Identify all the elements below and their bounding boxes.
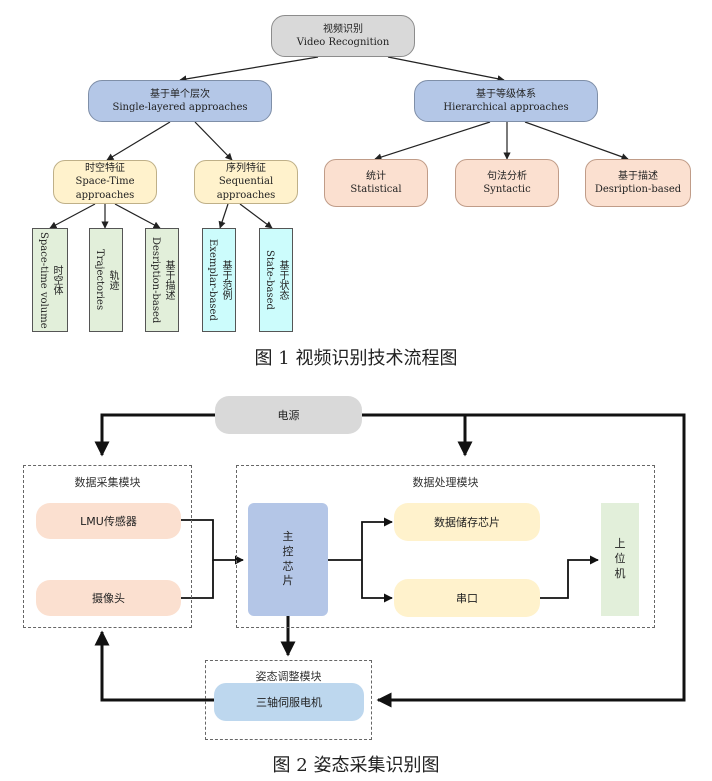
syntactic-node: 句法分析 Syntactic xyxy=(455,159,559,207)
serial-port-node: 串口 xyxy=(394,579,540,617)
space-time-cn: 时空特征 xyxy=(85,162,125,174)
figure2-caption: 图 2 姿态采集识别图 xyxy=(272,755,440,776)
attitude-module-frame xyxy=(205,660,372,740)
space-time-volume-leaf: 时空体 Space-time volume xyxy=(32,228,68,332)
statistical-en: Statistical xyxy=(350,184,402,195)
sequential-cn: 序列特征 xyxy=(226,162,266,174)
mcu-node: 主控芯片 xyxy=(248,503,328,616)
sequential-en: Sequential approaches xyxy=(216,176,276,201)
power-supply-label: 电源 xyxy=(277,409,300,422)
processing-module-frame xyxy=(236,465,655,628)
serial-port-label: 串口 xyxy=(456,592,478,605)
state-based-leaf: 基于状态 State-based xyxy=(259,228,293,332)
description-based-cn: 基于描述 xyxy=(618,170,658,182)
trajectories-en: Trajectories xyxy=(94,249,105,311)
single-layered-node: 基于单个层次 Single-layered approaches xyxy=(88,80,272,122)
camera-node: 摄像头 xyxy=(36,580,181,616)
exemplar-based-en: Exemplar-based xyxy=(207,239,218,321)
syntactic-cn: 句法分析 xyxy=(487,170,527,182)
storage-chip-label: 数据储存芯片 xyxy=(434,516,500,529)
description-based-en: Desription-based xyxy=(594,184,682,195)
figure1-caption: 图 1 视频识别技术流程图 xyxy=(254,348,458,369)
single-layered-en: Single-layered approaches xyxy=(112,102,248,113)
state-based-cn: 基于状态 xyxy=(277,260,288,300)
imu-sensor-label: LMU传感器 xyxy=(80,515,137,528)
hierarchical-en: Hierarchical approaches xyxy=(443,102,569,113)
state-based-en: State-based xyxy=(264,250,275,310)
space-time-volume-en: Space-time volume xyxy=(38,231,49,329)
statistical-cn: 统计 xyxy=(366,170,386,182)
servo-motor-node: 三轴伺服电机 xyxy=(214,683,364,721)
hierarchical-node: 基于等级体系 Hierarchical approaches xyxy=(414,80,598,122)
processing-module-title: 数据处理模块 xyxy=(412,476,479,489)
exemplar-based-leaf: 基于范例 Exemplar-based xyxy=(202,228,236,332)
servo-motor-label: 三轴伺服电机 xyxy=(256,696,322,709)
space-time-node: 时空特征 Space-Time approaches xyxy=(53,160,157,204)
hierarchical-cn: 基于等级体系 xyxy=(476,88,536,100)
video-recognition-en: Video Recognition xyxy=(296,37,390,48)
host-computer-label: 上位机 xyxy=(614,537,626,580)
imu-sensor-node: LMU传感器 xyxy=(36,503,181,539)
space-time-volume-cn: 时空体 xyxy=(51,265,62,295)
attitude-module-title: 姿态调整模块 xyxy=(255,670,322,683)
storage-chip-node: 数据储存芯片 xyxy=(394,503,540,541)
mcu-label: 主控芯片 xyxy=(282,529,294,588)
power-supply-node: 电源 xyxy=(215,396,362,434)
acquisition-module-title: 数据采集模块 xyxy=(74,476,141,489)
space-time-en: Space-Time approaches xyxy=(75,176,135,201)
video-recognition-cn: 视频识别 xyxy=(323,23,363,35)
sequential-node: 序列特征 Sequential approaches xyxy=(194,160,298,204)
single-layered-cn: 基于单个层次 xyxy=(150,88,210,100)
host-computer-node: 上位机 xyxy=(601,503,639,616)
description-based-leaf: 基于描述 Desription-based xyxy=(145,228,179,332)
syntactic-en: Syntactic xyxy=(483,184,531,195)
camera-label: 摄像头 xyxy=(92,592,125,605)
video-recognition-node: 视频识别 Video Recognition xyxy=(271,15,415,57)
statistical-node: 统计 Statistical xyxy=(324,159,428,207)
description-based-leaf-cn: 基于描述 xyxy=(163,260,174,300)
description-based-node: 基于描述 Desription-based xyxy=(585,159,691,207)
acquisition-module-frame xyxy=(23,465,192,628)
exemplar-based-cn: 基于范例 xyxy=(220,260,231,300)
trajectories-leaf: 轨迹 Trajectories xyxy=(89,228,123,332)
description-based-leaf-en: Desription-based xyxy=(150,236,161,324)
trajectories-cn: 轨迹 xyxy=(107,270,118,290)
